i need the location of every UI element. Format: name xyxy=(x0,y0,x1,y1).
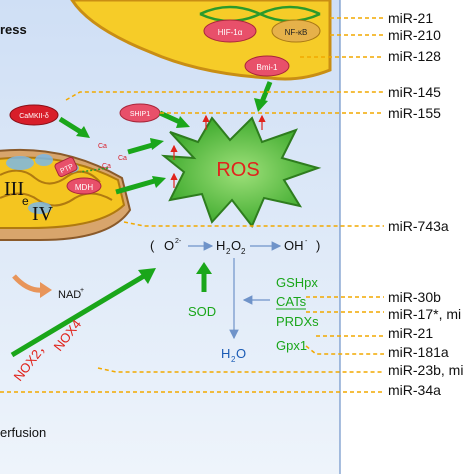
nad-arrowhead xyxy=(40,282,52,298)
svg-text:OH: OH xyxy=(284,238,304,253)
mirna-item: miR-743a xyxy=(388,218,449,234)
mdh-badge xyxy=(66,177,102,195)
svg-text:O: O xyxy=(164,238,174,253)
svg-text:H: H xyxy=(216,238,225,253)
hif-badge xyxy=(203,19,257,43)
svg-text:O: O xyxy=(236,346,246,361)
mirna-item: miR-23b, mi xyxy=(388,362,463,378)
svg-text:O: O xyxy=(231,238,241,253)
mirna-item: miR-17*, mi xyxy=(388,306,461,322)
mirna-connectors xyxy=(0,17,384,393)
hif-label: HIF-1α xyxy=(218,28,243,37)
cats-label: CATs xyxy=(276,294,307,309)
ca-label-3: Ca xyxy=(102,163,111,170)
svg-text:H: H xyxy=(221,346,230,361)
reperfusion-label: erfusion xyxy=(0,425,46,440)
nad-label: NAD xyxy=(58,289,81,301)
svg-text:2: 2 xyxy=(241,247,246,256)
svg-text:(: ( xyxy=(150,238,155,253)
svg-text:2: 2 xyxy=(231,355,236,364)
mirna-item: miR-21 xyxy=(388,10,433,26)
camkii-label: CaMKII-δ xyxy=(19,113,49,120)
electron-label: e xyxy=(22,194,29,208)
ship1-label: SHIP1 xyxy=(130,111,150,118)
sod-label: SOD xyxy=(188,304,216,319)
nad-superscript: + xyxy=(80,287,84,294)
complex-iii-label: III xyxy=(4,178,24,200)
ptp-badge xyxy=(54,156,78,178)
nucleus: HIF-1α NF-κB Bmi-1 xyxy=(70,0,332,81)
svg-text:-: - xyxy=(305,238,308,245)
mirna-item: miR-210 xyxy=(388,27,441,43)
mirna-item: miR-21 xyxy=(388,325,433,341)
mirna-column-background xyxy=(340,0,474,474)
mirna-list: miR-21 miR-210 miR-128 miR-145 miR-155 m… xyxy=(388,10,463,398)
gpx1-label: Gpx1 xyxy=(276,338,307,353)
stress-label: ress xyxy=(0,22,27,37)
svg-text:2-: 2- xyxy=(175,238,182,245)
mirna-item: miR-145 xyxy=(388,84,441,100)
mirna-item: miR-30b xyxy=(388,289,441,305)
mirna-item: miR-181a xyxy=(388,344,449,360)
ca-label-1: Ca xyxy=(98,143,107,150)
bmi-badge xyxy=(244,55,290,77)
bmi-label: Bmi-1 xyxy=(257,63,278,72)
nfkb-badge xyxy=(271,19,321,43)
green-arrowheads xyxy=(76,98,268,284)
complex-iv-label: IV xyxy=(32,203,54,225)
prdxs-label: PRDXs xyxy=(276,314,319,329)
reaction-chain: ( O 2- H 2 O 2 OH - ) H 2 O xyxy=(150,238,320,364)
svg-text:): ) xyxy=(316,238,320,253)
mirna-item: miR-34a xyxy=(388,382,441,398)
svg-text:2: 2 xyxy=(226,247,231,256)
ros-burst: ROS xyxy=(160,116,322,228)
ca-label-2: Ca xyxy=(118,155,127,162)
gshpx-label: GSHpx xyxy=(276,275,318,290)
mirna-item: miR-155 xyxy=(388,105,441,121)
mirna-item: miR-128 xyxy=(388,48,441,64)
nfkb-label: NF-κB xyxy=(285,28,308,37)
ca-flux-arrow xyxy=(79,167,109,173)
mdh-label: MDH xyxy=(75,183,93,192)
camkii-badge xyxy=(9,104,59,126)
ros-label: ROS xyxy=(216,159,259,181)
